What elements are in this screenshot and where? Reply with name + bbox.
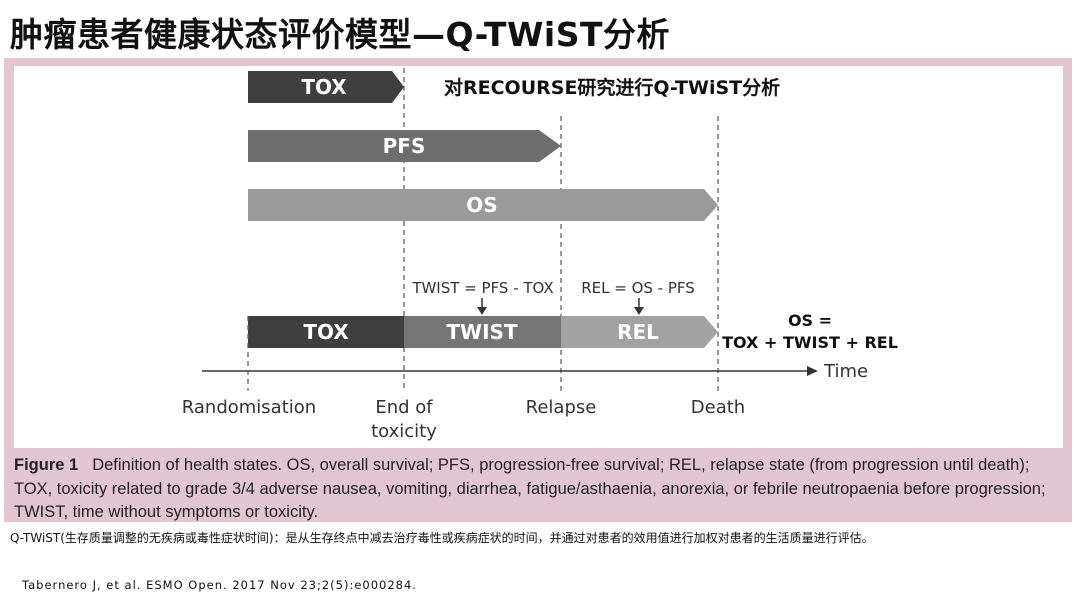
axis-label-death: Death: [691, 397, 745, 418]
pfs-bar-label: PFS: [383, 134, 426, 158]
page-title: 肿瘤患者健康状态评价模型—Q-TWiST分析: [10, 15, 671, 54]
caption-text: Definition of health states. OS, overall…: [14, 456, 1046, 521]
figure-frame: TOX PFS OS 对RECOURSE研究进行Q-TWiST分析 TWIST …: [4, 58, 1072, 522]
axis-label-randomisation: Randomisation: [182, 397, 316, 418]
twist-segment: [404, 316, 561, 348]
diagram-panel: TOX PFS OS 对RECOURSE研究进行Q-TWiST分析 TWIST …: [14, 66, 1063, 448]
figure-label: Figure 1: [14, 456, 79, 474]
twist-formula: TWIST = PFS - TOX: [411, 279, 553, 297]
rel-segment: [561, 316, 718, 348]
pfs-bar: [248, 130, 561, 162]
time-axis-arrowhead: [807, 366, 818, 376]
twist-segment-label: TWIST: [446, 320, 518, 344]
os-sum-line1: OS =: [788, 311, 832, 330]
tox-bar-label: TOX: [301, 75, 347, 99]
twist-pointer-head: [477, 307, 487, 315]
rel-segment-label: REL: [617, 320, 659, 344]
os-bar: [248, 189, 718, 221]
tox-bar: [248, 71, 404, 103]
rel-formula: REL = OS - PFS: [581, 279, 695, 297]
os-bar-label: OS: [466, 193, 497, 217]
axis-label-end-of-toxicity-1: End of: [375, 397, 433, 418]
os-sum-line2: TOX + TWIST + REL: [722, 333, 898, 352]
tox-segment-label: TOX: [303, 320, 349, 344]
diagram-subtitle: 对RECOURSE研究进行Q-TWiST分析: [444, 76, 780, 99]
axis-label-end-of-toxicity-2: toxicity: [371, 421, 437, 442]
rel-pointer-head: [634, 307, 644, 315]
qtwist-definition-note: Q-TWiST(生存质量调整的无疾病或毒性症状时间)：是从生存终点中减去治疗毒性…: [10, 531, 874, 545]
time-axis-label: Time: [823, 361, 868, 382]
health-states-diagram: TOX PFS OS 对RECOURSE研究进行Q-TWiST分析 TWIST …: [182, 68, 898, 442]
reference-citation: Tabernero J, et al. ESMO Open. 2017 Nov …: [22, 578, 417, 592]
axis-label-relapse: Relapse: [526, 397, 597, 418]
tox-segment: [248, 316, 404, 348]
